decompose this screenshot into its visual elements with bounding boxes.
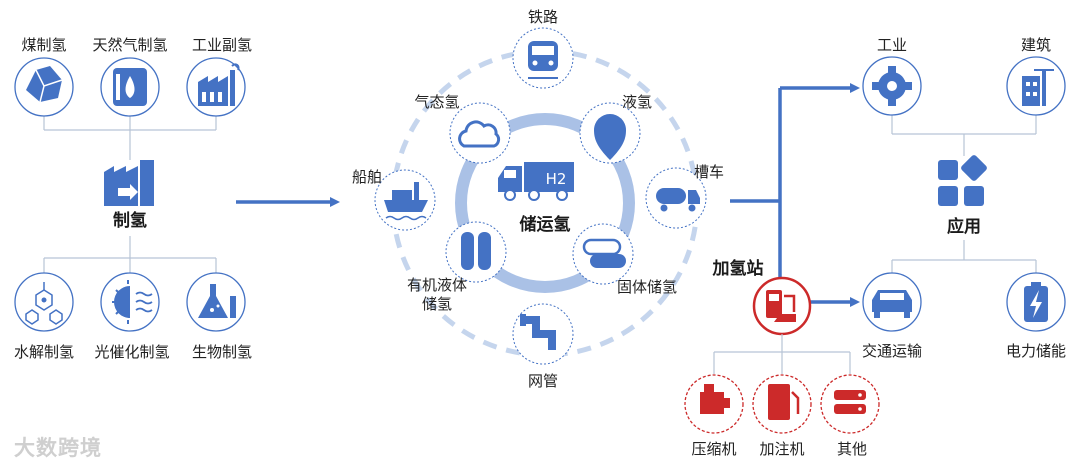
liquid-label: 液氢: [621, 93, 653, 111]
tanker-label: 槽车: [693, 163, 725, 181]
production-tree-lines: [43, 110, 217, 278]
organic-liquid-label: 有机液体 储氢: [406, 276, 468, 313]
storage-title: 储运氢: [519, 215, 571, 235]
ship-icon: [374, 169, 436, 231]
building-icon: [1006, 56, 1066, 116]
source-coal-label: 煤制氢: [21, 36, 67, 54]
application-hub-icon: [938, 155, 987, 206]
production-title: 制氢: [113, 211, 147, 231]
coal-icon: [14, 57, 74, 117]
solid-storage-label: 固体储氢: [616, 278, 678, 296]
station-tree-lines: [713, 334, 851, 374]
pipeline-icon: [512, 303, 574, 365]
app-industry-label: 工业: [876, 36, 908, 54]
railway-icon: [512, 27, 574, 89]
gaseous-hydrogen-icon: [449, 102, 511, 164]
app-power-label: 电力储能: [1005, 342, 1067, 360]
transport-car-icon: [862, 272, 922, 332]
railway-label: 铁路: [527, 8, 559, 26]
water-electrolysis-icon: [14, 272, 74, 332]
liquid-hydrogen-icon: [579, 102, 641, 164]
tanker-truck-icon: [645, 167, 707, 229]
source-biological-label: 生物制氢: [191, 343, 253, 361]
solid-storage-icon: [572, 223, 634, 285]
gaseous-label: 气态氢: [414, 93, 460, 111]
dispenser-icon: [752, 374, 812, 434]
compressor-label: 压缩机: [691, 440, 737, 458]
compressor-icon: [684, 374, 744, 434]
source-electrolysis-label: 水解制氢: [13, 343, 75, 361]
source-natural-gas-label: 天然气制氢: [92, 36, 168, 54]
source-photocatalysis-label: 光催化制氢: [94, 343, 170, 361]
flow-lines-right: [730, 83, 860, 307]
hydrogen-station-icon: [752, 276, 812, 336]
other-equipment-icon: [820, 374, 880, 434]
factory-icon: [186, 57, 246, 117]
watermark: 大数跨境: [14, 436, 102, 460]
natural-gas-icon: [100, 57, 160, 117]
storage-inner-ring: [455, 113, 635, 293]
app-building-label: 建筑: [1020, 36, 1052, 54]
truck-h2-label: H2: [545, 170, 567, 188]
station-title: 加氢站: [712, 259, 764, 279]
app-transport-label: 交通运输: [861, 342, 923, 360]
hydrogen-truck-icon: [498, 162, 574, 201]
dispenser-label: 加注机: [759, 440, 805, 458]
industry-gear-icon: [862, 56, 922, 116]
bio-flask-icon: [186, 272, 246, 332]
production-hub-icon: [104, 160, 154, 206]
source-byproduct-label: 工业副氢: [191, 36, 253, 54]
other-label: 其他: [836, 440, 868, 458]
photocatalysis-icon: [100, 272, 160, 332]
battery-icon: [1006, 272, 1066, 332]
application-title: 应用: [947, 217, 981, 237]
organic-liquid-icon: [445, 221, 507, 283]
pipeline-label: 网管: [527, 372, 559, 390]
ship-label: 船舶: [351, 168, 383, 186]
